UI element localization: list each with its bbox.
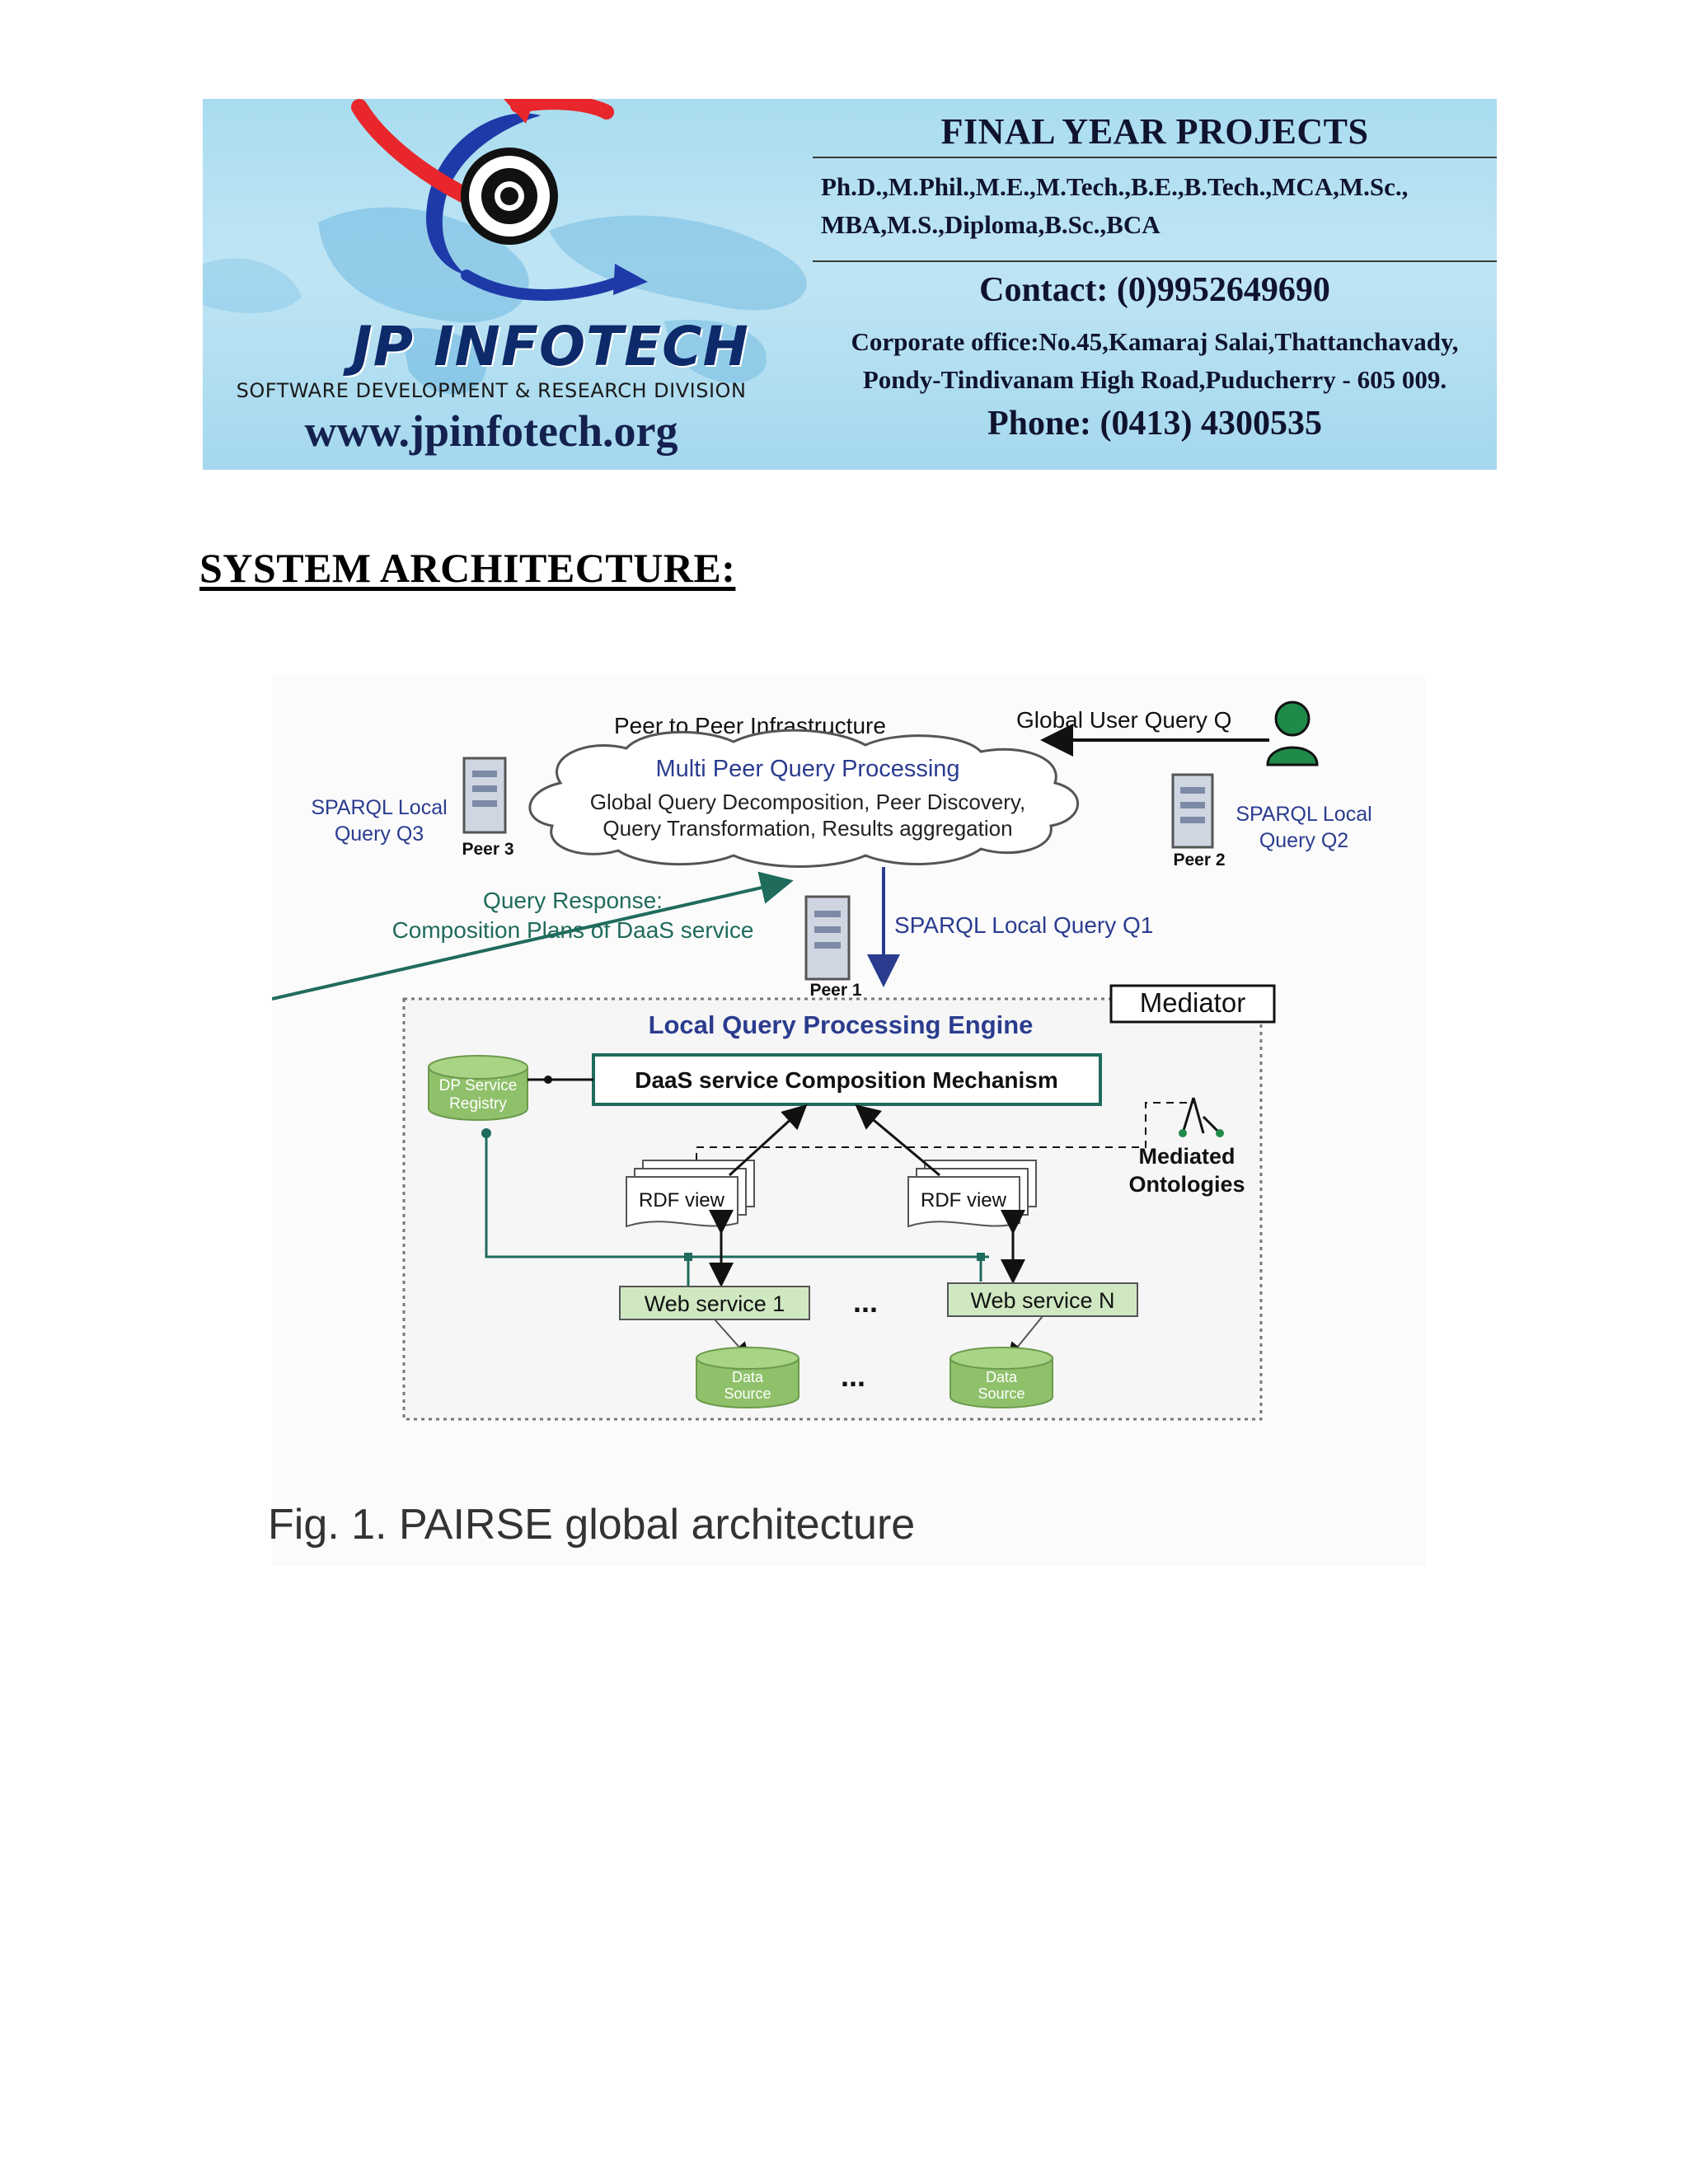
p2p-cloud (528, 729, 1080, 868)
data-source-n-line-2: Source (978, 1385, 1025, 1402)
registry-connector-dot (481, 1128, 491, 1138)
jp-infotech-logo (351, 99, 648, 302)
ontology-tree-icon (1179, 1097, 1224, 1137)
rdf-view-2-doc (907, 1160, 1037, 1228)
peer1-server-icon (804, 895, 851, 981)
global-query-label: Global User Query Q (1016, 707, 1231, 733)
peer1-label: Peer 1 (809, 981, 861, 1000)
registry-to-services-line (485, 1133, 989, 1258)
peer2-query-line-1: SPARQL Local (1236, 803, 1372, 826)
degree-line-2: MBA,M.S.,Diploma,B.Sc.,BCA (821, 210, 1160, 239)
phone-number: Phone: (0413) 4300535 (987, 405, 1322, 443)
banner-divider (813, 260, 1497, 262)
rdf-view-1-doc (626, 1160, 755, 1228)
data-source-n-cylinder (950, 1347, 1053, 1408)
ws1-junction (684, 1253, 692, 1261)
composition-label: DaaS service Composition Mechanism (635, 1067, 1058, 1093)
peer2-query-line-2: Query Q2 (1259, 829, 1348, 852)
peer3-query-line-1: SPARQL Local (311, 796, 447, 819)
mediated-line-2: Ontologies (1129, 1172, 1245, 1197)
office-address: Corporate office:No.45,Kamaraj Salai,Tha… (814, 323, 1495, 399)
brand-division: SOFTWARE DEVELOPMENT & RESEARCH DIVISION (236, 379, 747, 402)
rdf-view-1-label: RDF view (639, 1189, 725, 1212)
data-source-1-line-1: Data (732, 1369, 764, 1385)
data-source-1-cylinder (696, 1347, 799, 1408)
web-service-1-label: Web service 1 (645, 1291, 785, 1316)
mediator-label-box (1109, 984, 1276, 1024)
cloud-line-1: Global Query Decomposition, Peer Discove… (590, 790, 1025, 814)
data-source-n-line-1: Data (986, 1369, 1018, 1385)
banner-divider (813, 157, 1497, 158)
banner-title: FINAL YEAR PROJECTS (940, 111, 1369, 152)
figure-caption: Fig. 1. PAIRSE global architecture (268, 1501, 916, 1549)
ws-ellipsis: ... (853, 1285, 878, 1319)
peer3-server-icon (462, 757, 507, 834)
registry-line-1: DP Service (439, 1077, 518, 1094)
engine-title: Local Query Processing Engine (649, 1010, 1034, 1039)
banner-info-panel: FINAL YEAR PROJECTS Ph.D.,M.Phil.,M.E.,M… (813, 99, 1497, 470)
header-banner: JP INFOTECH SOFTWARE DEVELOPMENT & RESEA… (203, 99, 1497, 470)
website-url: www.jpinfotech.org (304, 406, 678, 456)
architecture-figure: Peer to Peer Infrastructure Global User … (272, 676, 1426, 1566)
rdf-view-2-label: RDF view (921, 1189, 1007, 1212)
registry-link-dot (544, 1076, 552, 1084)
architecture-diagram: Peer to Peer Infrastructure Global User … (272, 701, 1372, 1421)
response-line-1: Query Response: (483, 888, 663, 913)
peer2-server-icon (1171, 773, 1214, 849)
user-icon (1266, 701, 1319, 766)
ds-ellipsis: ... (841, 1359, 865, 1393)
rdf2-to-composition (855, 1104, 940, 1177)
address-line-1: Corporate office:No.45,Kamaraj Salai,Tha… (851, 327, 1459, 356)
address-line-2: Pondy-Tindivanam High Road,Puducherry - … (862, 365, 1447, 394)
rdf1-to-composition (728, 1104, 808, 1177)
mediated-line-1: Mediated (1138, 1144, 1235, 1169)
contact-number: Contact: (0)9952649690 (979, 271, 1330, 309)
degree-line-1: Ph.D.,M.Phil.,M.E.,M.Tech.,B.E.,B.Tech.,… (821, 172, 1409, 201)
peer3-query-line-2: Query Q3 (335, 823, 424, 846)
web-service-n-label: Web service N (970, 1288, 1114, 1313)
degree-list: Ph.D.,M.Phil.,M.E.,M.Tech.,B.E.,B.Tech.,… (821, 168, 1489, 244)
mediator-label: Mediator (1140, 987, 1245, 1018)
brand-name: JP INFOTECH (352, 315, 749, 378)
web-service-n-box (947, 1282, 1138, 1317)
registry-line-2: Registry (449, 1095, 507, 1113)
local-query-q1-label: SPARQL Local Query Q1 (894, 912, 1153, 938)
peer3-label: Peer 3 (462, 840, 513, 859)
web-service-1-box (619, 1286, 810, 1320)
data-source-1-line-2: Source (724, 1385, 771, 1402)
wsn-junction (977, 1253, 985, 1261)
registry-cylinder (428, 1055, 528, 1121)
cloud-line-2: Query Transformation, Results aggregatio… (603, 816, 1012, 841)
section-heading: SYSTEM ARCHITECTURE: (199, 545, 736, 591)
peer2-label: Peer 2 (1173, 851, 1225, 869)
cloud-title: Multi Peer Query Processing (655, 756, 959, 782)
world-map-graphic (203, 207, 807, 395)
response-arrow (272, 871, 794, 1001)
